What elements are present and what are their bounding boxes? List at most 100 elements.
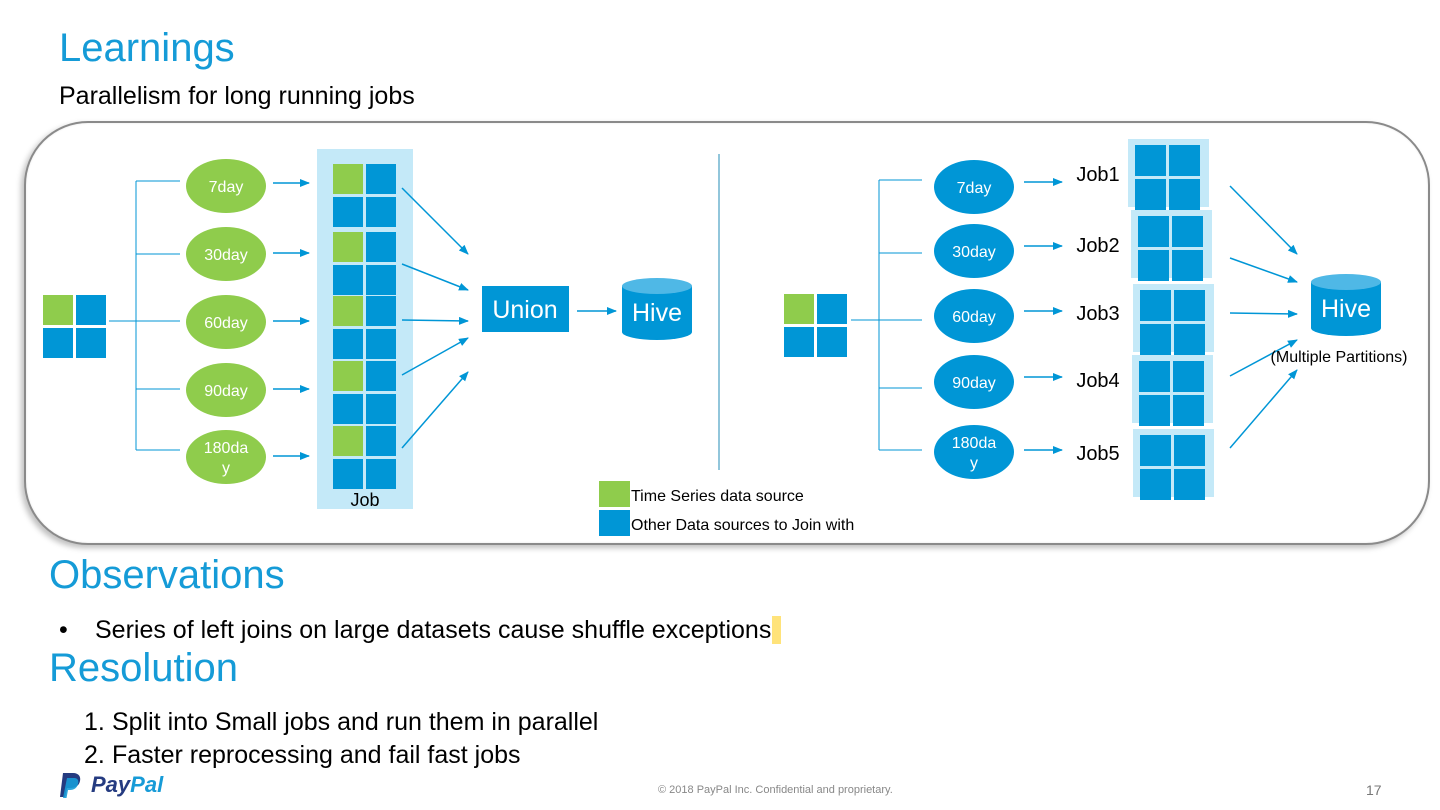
observation-bullet: • Series of left joins on large datasets … <box>59 616 782 645</box>
data-source-block <box>333 459 363 489</box>
window-ellipse <box>186 363 266 417</box>
resolution-item: 1.Split into Small jobs and run them in … <box>84 708 598 737</box>
window-ellipse <box>186 430 266 484</box>
window-ellipse <box>186 295 266 349</box>
job-partition-grid <box>333 232 396 295</box>
parallel-job-label: Job3 <box>1076 303 1119 325</box>
parallel-job-grid <box>1135 145 1200 210</box>
observations-title: Observations <box>49 553 285 597</box>
source-dataset-grid <box>43 295 106 358</box>
parallel-job-grid <box>1139 361 1204 426</box>
slide-subtitle: Parallelism for long running jobs <box>59 82 415 110</box>
parallel-job-label: Job4 <box>1076 370 1119 392</box>
window-node-right-0: 7day <box>934 160 1014 214</box>
job-partition-grid <box>333 164 396 227</box>
window-ellipse <box>934 289 1014 343</box>
data-source-block <box>1140 290 1171 321</box>
window-ellipse <box>934 160 1014 214</box>
data-source-block <box>1169 179 1200 210</box>
time-series-block <box>333 426 363 456</box>
copyright-text: © 2018 PayPal Inc. Confidential and prop… <box>658 784 893 796</box>
job-partition-grid <box>333 296 396 359</box>
window-node-3: 90day <box>186 363 266 417</box>
window-ellipse <box>186 159 266 213</box>
data-source-block <box>1135 179 1166 210</box>
resolution-item-text: Split into Small jobs and run them in pa… <box>112 708 599 736</box>
window-node-right-1: 30day <box>934 224 1014 278</box>
window-label: 180da <box>204 440 249 457</box>
window-label: 30day <box>204 247 248 264</box>
time-series-block <box>784 294 814 324</box>
legend-label-time-series: Time Series data source <box>631 488 804 505</box>
branch-connector <box>109 180 180 451</box>
source-dataset-grid-right <box>784 294 847 357</box>
cylinder-top <box>622 278 692 294</box>
data-source-block <box>1172 250 1203 281</box>
data-source-block <box>817 294 847 324</box>
time-series-block <box>333 296 363 326</box>
window-label: 60day <box>204 315 248 332</box>
data-source-block <box>366 394 396 424</box>
resolution-title: Resolution <box>49 646 239 690</box>
data-source-block <box>1174 469 1205 500</box>
resolution-item-text: Faster reprocessing and fail fast jobs <box>112 741 521 769</box>
job-label: Job <box>350 490 379 510</box>
parallel-job-grid <box>1140 435 1205 500</box>
data-source-block <box>1139 361 1170 392</box>
parallel-job-label: Job5 <box>1076 443 1119 465</box>
data-source-block <box>1140 324 1171 355</box>
job-to-hive-arrow <box>1229 309 1298 318</box>
data-source-block <box>1139 395 1170 426</box>
window-ellipse <box>186 227 266 281</box>
resolution-item: 2.Faster reprocessing and fail fast jobs <box>84 741 521 770</box>
window-label: 60day <box>952 309 996 326</box>
data-source-block <box>1174 324 1205 355</box>
job-to-union-arrow <box>401 263 469 291</box>
parallel-job-grid <box>1138 216 1203 281</box>
time-series-block <box>43 295 73 325</box>
job-to-hive-arrow <box>1229 185 1298 255</box>
data-source-block <box>366 361 396 391</box>
job-to-union-arrow <box>401 187 469 255</box>
data-source-block <box>1174 435 1205 466</box>
data-source-block <box>1172 216 1203 247</box>
resolution-item-number: 2. <box>84 741 105 769</box>
job-to-union-arrow <box>401 371 469 449</box>
parallel-job-label: Job2 <box>1076 235 1119 257</box>
observation-text: Series of left joins on large datasets c… <box>95 616 772 644</box>
data-source-block <box>366 232 396 262</box>
bullet-icon: • <box>59 616 68 644</box>
data-source-block <box>817 327 847 357</box>
hive-label: Hive <box>632 299 682 327</box>
window-node-right-2: 60day <box>934 289 1014 343</box>
page-number: 17 <box>1366 782 1382 798</box>
window-label: 180da <box>952 435 997 452</box>
legend-label-other: Other Data sources to Join with <box>631 517 854 534</box>
paypal-wordmark: PayPal <box>91 772 163 798</box>
text-cursor-highlight <box>772 616 782 644</box>
window-label: 90day <box>204 383 248 400</box>
window-node-1: 30day <box>186 227 266 281</box>
data-source-block <box>1173 395 1204 426</box>
data-source-block <box>1173 361 1204 392</box>
paypal-p-icon <box>60 773 81 798</box>
job-to-hive-arrow <box>1229 369 1298 449</box>
data-source-block <box>366 296 396 326</box>
window-node-0: 7day <box>186 159 266 213</box>
hive-cylinder-left: Hive <box>622 278 692 340</box>
data-source-block <box>333 265 363 295</box>
data-source-block <box>333 197 363 227</box>
job-to-union-arrow <box>401 316 469 325</box>
hive-label: Hive <box>1321 295 1371 323</box>
data-source-block <box>76 328 106 358</box>
data-source-block <box>76 295 106 325</box>
data-source-block <box>1138 250 1169 281</box>
window-node-2: 60day <box>186 295 266 349</box>
data-source-block <box>1135 145 1166 176</box>
hive-cylinder-right: Hive <box>1311 274 1381 336</box>
window-ellipse <box>934 425 1014 479</box>
branch-connector <box>851 179 922 451</box>
